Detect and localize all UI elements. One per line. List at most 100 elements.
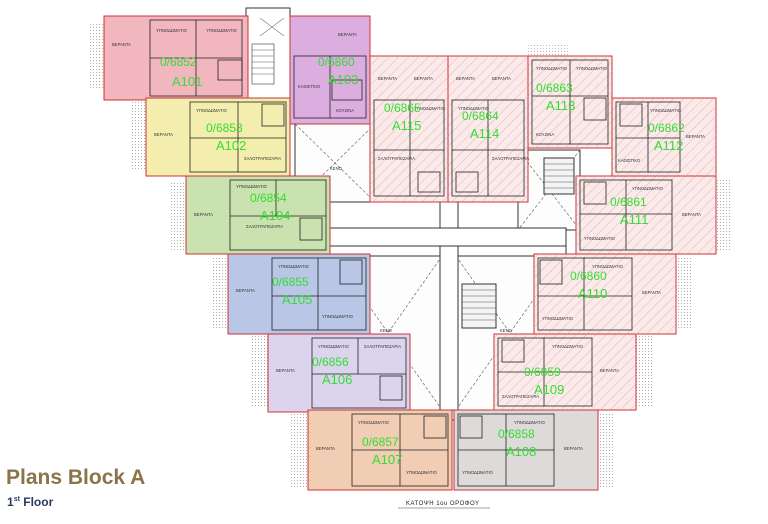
void-label: ΚΕΝΟ <box>380 328 393 333</box>
unit-code-label: 0/6858 <box>498 427 535 441</box>
room-veranda: ΒΕΡΑΝΤΑ <box>236 288 255 293</box>
room-bedroom: ΥΠΝΟΔΩΜΑΤΙΟ <box>552 344 584 349</box>
unit-name-label: A109 <box>534 382 564 397</box>
room-bedroom: ΥΠΝΟΔΩΜΑΤΙΟ <box>318 344 350 349</box>
plan-caption: ΚΑΤΟΨΗ 1ου ΟΡΟΦΟΥ <box>406 501 480 507</box>
unit-code-label: 0/6860 <box>570 269 607 283</box>
unit-a104[interactable]: ΒΕΡΑΝΤΑ ΥΠΝΟΔΩΜΑΤΙΟ ΣΑΛΟΤΡΑΠΕΖΑΡΙΑ 0/685… <box>185 175 331 255</box>
unit-a110[interactable]: ΒΕΡΑΝΤΑ ΥΠΝΟΔΩΜΑΤΙΟ ΥΠΝΟΔΩΜΑΤΙΟ 0/6860 A… <box>533 253 677 335</box>
room-dining: ΣΑΛΟΤΡΑΠΕΖΑΡΙΑ <box>244 156 281 161</box>
unit-code-label: 0/6863 <box>536 81 573 95</box>
room-veranda: ΒΕΡΑΝΤΑ <box>338 32 357 37</box>
unit-a112[interactable]: ΒΕΡΑΝΤΑ ΥΠΝΟΔΩΜΑΤΙΟ ΚΑΘΙΣΤΙΚΟ 0/6862 A11… <box>611 97 717 177</box>
unit-a103[interactable]: ΒΕΡΑΝΤΑ ΚΑΘΙΣΤΙΚΟ ΚΟΥΖΙΝΑ 0/6860 A103 <box>289 15 371 125</box>
unit-name-label: A106 <box>322 372 352 387</box>
unit-name-label: A115 <box>392 118 421 133</box>
room-bedroom: ΥΠΝΟΔΩΜΑΤΙΟ <box>514 420 546 425</box>
room-bedroom: ΥΠΝΟΔΩΜΑΤΙΟ <box>542 316 574 321</box>
room-bedroom: ΥΠΝΟΔΩΜΑΤΙΟ <box>576 66 608 71</box>
unit-code-label: 0/6857 <box>362 435 399 449</box>
floor-word: Floor <box>19 495 54 509</box>
room-dining: ΣΑΛΟΤΡΑΠΕΖΑΡΙΑ <box>378 156 415 161</box>
room-bedroom: ΥΠΝΟΔΩΜΑΤΙΟ <box>322 314 354 319</box>
unit-a111[interactable]: ΒΕΡΑΝΤΑ ΥΠΝΟΔΩΜΑΤΙΟ ΥΠΝΟΔΩΜΑΤΙΟ 0/6861 A… <box>575 175 717 255</box>
stair-tower <box>245 7 291 99</box>
unit-code-label: 0/6862 <box>648 121 685 135</box>
unit-code-label: 0/6856 <box>312 355 349 369</box>
room-veranda: ΒΕΡΑΝΤΑ <box>154 132 173 137</box>
floor-number: 1 <box>7 495 14 509</box>
void-label: ΚΕΝΟ <box>330 166 343 171</box>
room-veranda: ΒΕΡΑΝΤΑ <box>492 76 511 81</box>
room-bedroom: ΥΠΝΟΔΩΜΑΤΙΟ <box>458 106 490 111</box>
room-dining: ΣΑΛΟΤΡΑΠΕΖΑΡΙΑ <box>364 344 401 349</box>
unit-name-label: A108 <box>506 444 536 459</box>
unit-a113[interactable]: ΥΠΝΟΔΩΜΑΤΙΟ ΥΠΝΟΔΩΜΑΤΙΟ ΚΟΥΖΙΝΑ 0/6863 A… <box>527 55 613 149</box>
unit-code-label: 0/6864 <box>462 109 499 123</box>
unit-a106[interactable]: ΒΕΡΑΝΤΑ ΥΠΝΟΔΩΜΑΤΙΟ ΣΑΛΟΤΡΑΠΕΖΑΡΙΑ 0/685… <box>267 333 411 413</box>
room-bedroom: ΥΠΝΟΔΩΜΑΤΙΟ <box>406 470 438 475</box>
unit-a109[interactable]: ΒΕΡΑΝΤΑ ΥΠΝΟΔΩΜΑΤΙΟ ΣΑΛΟΤΡΑΠΕΖΑΡΙΑ 0/685… <box>493 333 637 411</box>
unit-name-label: A105 <box>282 292 312 307</box>
room-bedroom: ΥΠΝΟΔΩΜΑΤΙΟ <box>196 108 228 113</box>
room-bedroom: ΥΠΝΟΔΩΜΑΤΙΟ <box>584 236 616 241</box>
room-bedroom: ΥΠΝΟΔΩΜΑΤΙΟ <box>632 186 664 191</box>
room-veranda: ΒΕΡΑΝΤΑ <box>686 134 705 139</box>
floor-subtitle: 1st Floor <box>7 493 53 509</box>
room-veranda: ΒΕΡΑΝΤΑ <box>642 290 661 295</box>
room-veranda: ΒΕΡΑΝΤΑ <box>378 76 397 81</box>
unit-name-label: A112 <box>654 138 683 153</box>
room-bedroom: ΥΠΝΟΔΩΜΑΤΙΟ <box>536 66 568 71</box>
floor-ordinal-suffix: st <box>13 496 20 503</box>
room-bedroom: ΥΠΝΟΔΩΜΑΤΙΟ <box>358 420 390 425</box>
room-veranda: ΒΕΡΑΝΤΑ <box>112 42 131 47</box>
room-kitchen: ΚΟΥΖΙΝΑ <box>536 132 554 137</box>
room-dining: ΣΑΛΟΤΡΑΠΕΖΑΡΙΑ <box>502 394 539 399</box>
room-kitchen: ΚΟΥΖΙΝΑ <box>336 108 354 113</box>
unit-name-label: A107 <box>372 452 402 467</box>
room-bedroom: ΥΠΝΟΔΩΜΑΤΙΟ <box>592 264 624 269</box>
room-bedroom: ΥΠΝΟΔΩΜΑΤΙΟ <box>156 28 188 33</box>
unit-code-label: 0/6861 <box>610 195 647 209</box>
unit-code-label: 0/6855 <box>272 275 309 289</box>
unit-a114[interactable]: ΒΕΡΑΝΤΑ ΒΕΡΑΝΤΑ ΥΠΝΟΔΩΜΑΤΙΟ ΣΑΛΟΤΡΑΠΕΖΑΡ… <box>447 55 529 203</box>
unit-a101[interactable]: ΒΕΡΑΝΤΑ ΥΠΝΟΔΩΜΑΤΙΟ ΥΠΝΟΔΩΜΑΤΙΟ 0/6852 A… <box>103 15 249 101</box>
unit-a108[interactable]: ΒΕΡΑΝΤΑ ΥΠΝΟΔΩΜΑΤΙΟ ΥΠΝΟΔΩΜΑΤΙΟ 0/6858 A… <box>453 409 599 491</box>
unit-name-label: A101 <box>172 74 202 89</box>
room-veranda: ΒΕΡΑΝΤΑ <box>194 212 213 217</box>
room-veranda: ΒΕΡΑΝΤΑ <box>414 76 433 81</box>
unit-code-label: 0/6859 <box>524 365 561 379</box>
page-title: Plans Block A <box>6 466 146 489</box>
room-bedroom: ΥΠΝΟΔΩΜΑΤΙΟ <box>462 470 494 475</box>
room-veranda: ΒΕΡΑΝΤΑ <box>682 212 701 217</box>
unit-name-label: A114 <box>470 126 499 141</box>
room-living: ΚΑΘΙΣΤΙΚΟ <box>618 158 641 163</box>
room-bedroom: ΥΠΝΟΔΩΜΑΤΙΟ <box>236 184 268 189</box>
unit-name-label: A113 <box>546 98 575 113</box>
room-dining: ΣΑΛΟΤΡΑΠΕΖΑΡΙΑ <box>492 156 529 161</box>
unit-name-label: A102 <box>216 138 246 153</box>
room-dining: ΣΑΛΟΤΡΑΠΕΖΑΡΙΑ <box>246 224 283 229</box>
unit-name-label: A110 <box>578 286 607 301</box>
room-living: ΚΑΘΙΣΤΙΚΟ <box>298 84 321 89</box>
unit-code-label: 0/6853 <box>206 121 243 135</box>
unit-code-label: 0/6852 <box>160 55 197 69</box>
room-veranda: ΒΕΡΑΝΤΑ <box>456 76 475 81</box>
unit-a105[interactable]: ΒΕΡΑΝΤΑ ΥΠΝΟΔΩΜΑΤΙΟ ΥΠΝΟΔΩΜΑΤΙΟ 0/6855 A… <box>227 253 371 335</box>
stair-steps <box>462 163 574 321</box>
room-bedroom: ΥΠΝΟΔΩΜΑΤΙΟ <box>414 106 446 111</box>
unit-code-label: 0/6854 <box>250 191 287 205</box>
room-veranda: ΒΕΡΑΝΤΑ <box>276 368 295 373</box>
unit-code-label: 0/6860 <box>318 55 355 69</box>
unit-a102[interactable]: ΒΕΡΑΝΤΑ ΥΠΝΟΔΩΜΑΤΙΟ ΣΑΛΟΤΡΑΠΕΖΑΡΙΑ 0/685… <box>145 97 291 177</box>
room-bedroom: ΥΠΝΟΔΩΜΑΤΙΟ <box>206 28 238 33</box>
void-label: ΚΕΝΟ <box>500 328 513 333</box>
room-veranda: ΒΕΡΑΝΤΑ <box>564 446 583 451</box>
unit-a107[interactable]: ΒΕΡΑΝΤΑ ΥΠΝΟΔΩΜΑΤΙΟ ΥΠΝΟΔΩΜΑΤΙΟ 0/6857 A… <box>307 409 453 491</box>
room-bedroom: ΥΠΝΟΔΩΜΑΤΙΟ <box>650 108 682 113</box>
room-bedroom: ΥΠΝΟΔΩΜΑΤΙΟ <box>278 264 310 269</box>
unit-a115[interactable]: ΒΕΡΑΝΤΑ ΒΕΡΑΝΤΑ ΥΠΝΟΔΩΜΑΤΙΟ ΣΑΛΟΤΡΑΠΕΖΑΡ… <box>369 55 449 203</box>
unit-name-label: A103 <box>328 72 358 87</box>
room-veranda: ΒΕΡΑΝΤΑ <box>600 368 619 373</box>
